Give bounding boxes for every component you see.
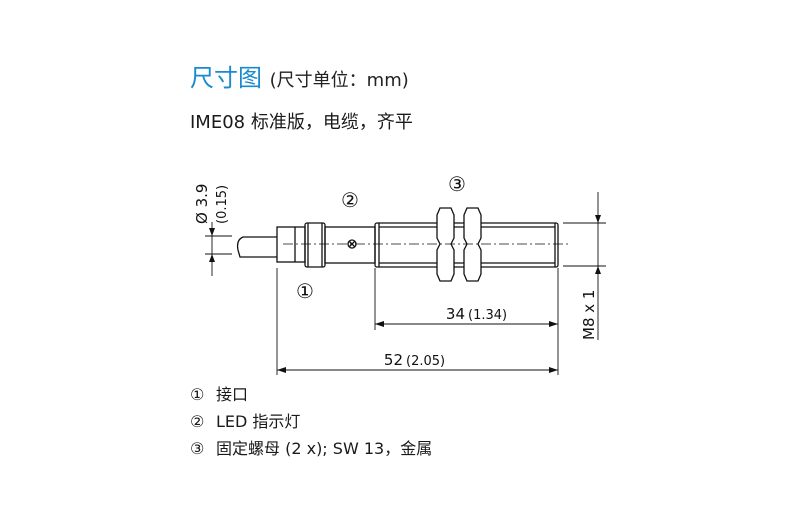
- legend-num: ③: [190, 439, 205, 458]
- callout-1: ①: [296, 279, 314, 303]
- nut-2: [463, 207, 482, 282]
- dim-thread: M8 x 1: [580, 290, 598, 340]
- nut-1: [436, 207, 455, 282]
- unit-note: (尺寸单位：mm): [269, 70, 409, 91]
- callout-3: ③: [448, 172, 466, 196]
- dim-diameter-in: (0.15): [215, 185, 230, 224]
- dim-52-in: (2.05): [406, 354, 445, 369]
- legend-item: ③ 固定螺母 (2 x); SW 13，金属: [190, 435, 432, 459]
- title-main: 尺寸图: [190, 64, 262, 92]
- dim-52: 52: [384, 351, 403, 369]
- legend-num: ①: [190, 385, 205, 404]
- legend-text: 固定螺母 (2 x); SW 13，金属: [216, 439, 433, 458]
- page-title: 尺寸图 (尺寸单位：mm): [190, 58, 409, 93]
- legend-item: ② LED 指示灯: [190, 408, 300, 432]
- legend-text: 接口: [216, 385, 249, 404]
- legend-num: ②: [190, 412, 205, 431]
- dim-34-in: (1.34): [468, 308, 507, 323]
- dim-34: 34: [446, 305, 465, 323]
- cable: [236, 236, 277, 258]
- callout-2: ②: [341, 188, 359, 212]
- body: [324, 226, 376, 264]
- subtitle: IME08 标准版，电缆，齐平: [190, 112, 413, 133]
- sleeve: [276, 226, 306, 263]
- legend-item: ① 接口: [190, 381, 248, 405]
- dim-diameter: Ø 3.9: [193, 184, 211, 224]
- legend-text: LED 指示灯: [216, 412, 301, 431]
